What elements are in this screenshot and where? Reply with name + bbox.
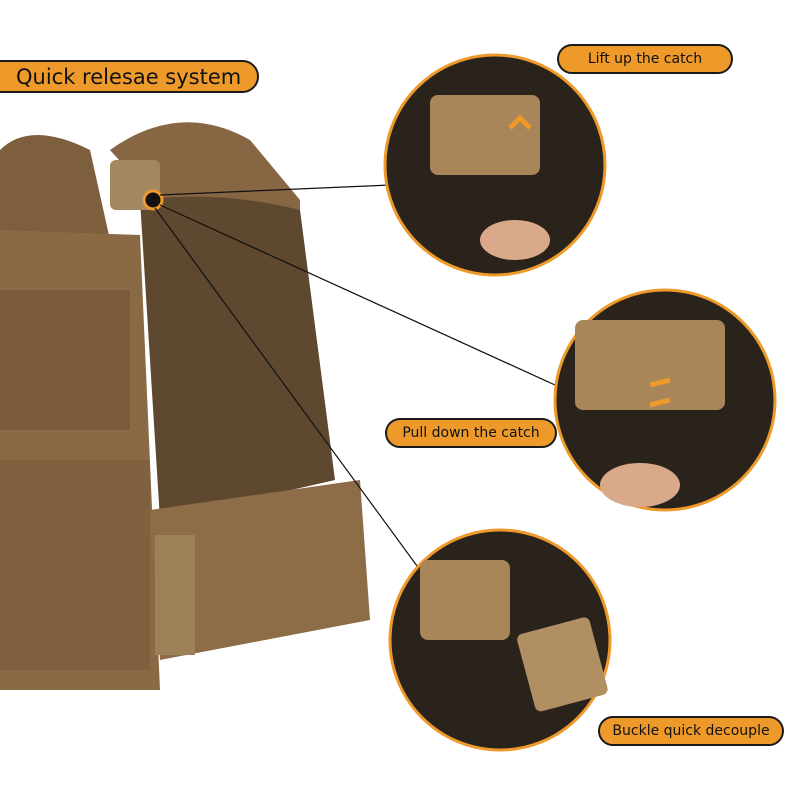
side-buckle [155,535,195,655]
arrow-up-icon [508,114,532,130]
mesh-panel [140,196,335,520]
detail-circle-1 [383,53,607,277]
buckle-marker [142,189,164,211]
molle-panel [0,460,150,670]
velcro-panel [0,290,130,430]
cummerbund [150,480,370,660]
step-label-pull: Pull down the catch [385,418,557,448]
detail-circle-3 [388,528,612,752]
arrows-icon [649,377,671,408]
step-label-decouple: Buckle quick decouple [598,716,784,746]
left-strap [0,135,110,240]
connector-lines [154,184,556,571]
title-label: Quick relesae system [0,60,260,93]
step-label-lift: Lift up the catch [557,44,733,74]
detail-circle-2 [553,288,777,512]
